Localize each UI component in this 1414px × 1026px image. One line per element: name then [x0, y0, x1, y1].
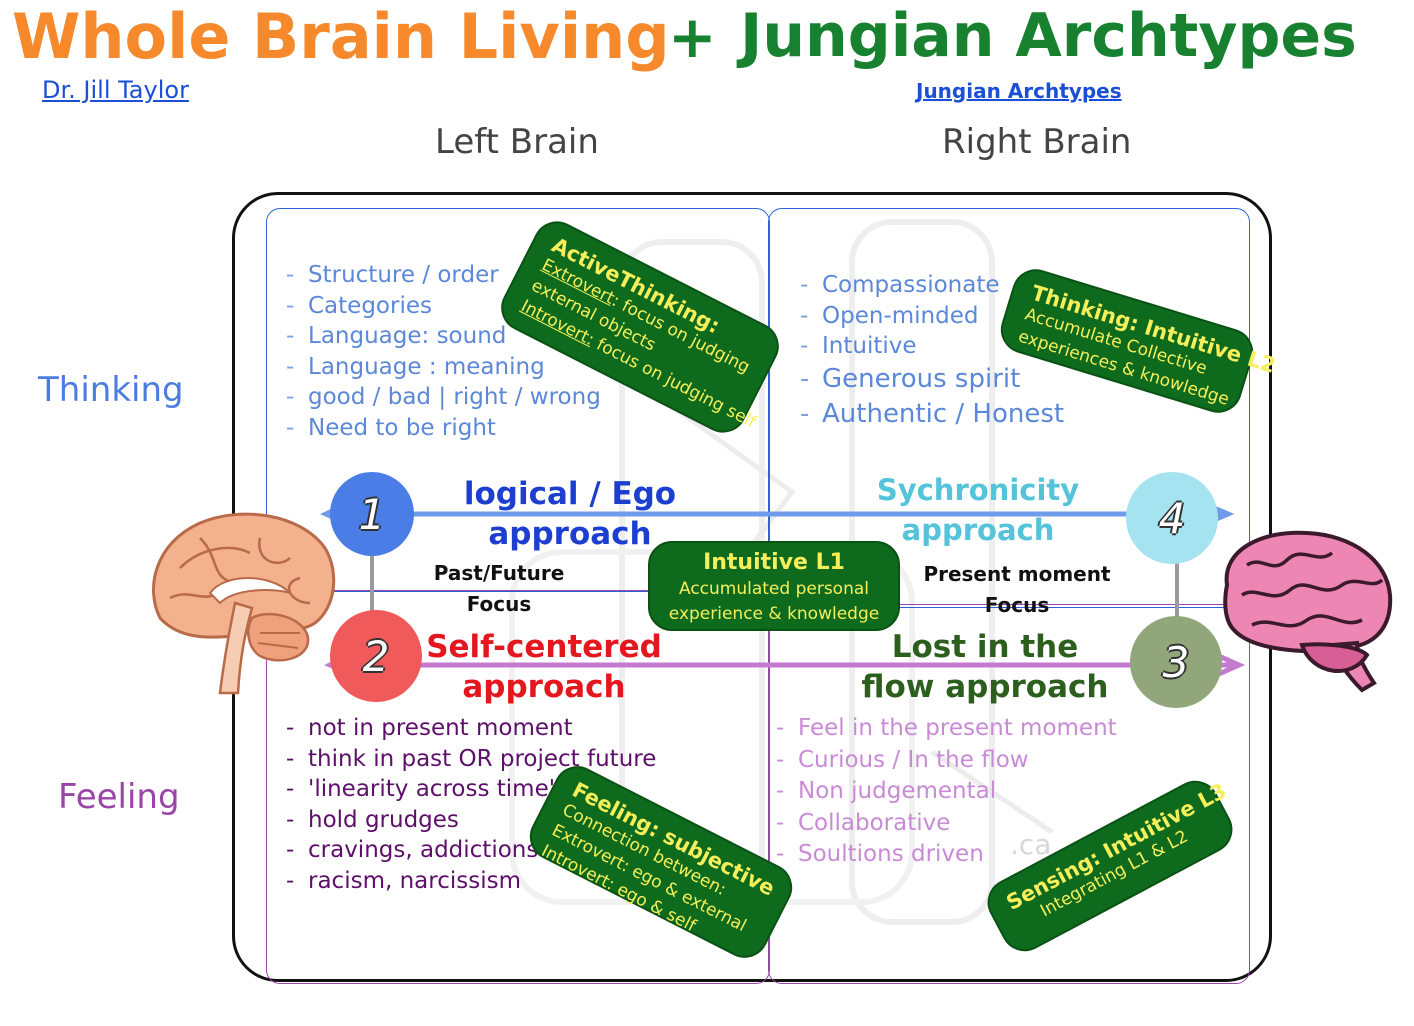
- title-jungian-archtypes: Jungian Archtypes: [740, 1, 1357, 71]
- quadrant-1-list: Structure / order Categories Language: s…: [286, 260, 601, 443]
- intuitive-l1-box: Intuitive L1 Accumulated personal experi…: [648, 541, 900, 631]
- list-item: Collaborative: [776, 808, 1117, 840]
- focus-line: Past/Future: [433, 561, 565, 585]
- quadrant-1-circle: 1: [330, 472, 414, 556]
- list-item: Open-minded: [800, 301, 1064, 332]
- flow-approach-label: Lost in the flow approach: [860, 627, 1110, 707]
- quadrant-2-list: not in present moment think in past OR p…: [286, 713, 656, 896]
- list-item: Language: sound: [286, 321, 601, 352]
- approach-line: Self-centered: [426, 629, 662, 665]
- thinking-heading: Thinking: [38, 370, 184, 410]
- synchronicity-approach-label: Sychronicity approach: [858, 470, 1098, 550]
- approach-line: approach: [462, 669, 626, 705]
- focus-line: Focus: [984, 593, 1050, 617]
- approach-line: flow approach: [861, 669, 1109, 705]
- list-item: Authentic / Honest: [800, 397, 1064, 432]
- archetypes-link[interactable]: Jungian Archtypes: [916, 79, 1122, 103]
- approach-line: logical / Ego: [463, 476, 677, 512]
- left-brain-heading: Left Brain: [435, 122, 599, 162]
- list-item: Intuitive: [800, 331, 1064, 362]
- quadrant-1-box: [266, 208, 770, 592]
- list-item: not in present moment: [286, 713, 656, 744]
- approach-line: approach: [488, 516, 652, 552]
- author-link[interactable]: Dr. Jill Taylor: [42, 76, 189, 104]
- list-item: Language : meaning: [286, 352, 601, 383]
- list-item: Generous spirit: [800, 362, 1064, 397]
- focus-line: Focus: [466, 592, 532, 616]
- quadrant-4-list: Compassionate Open-minded Intuitive Gene…: [800, 270, 1064, 432]
- list-item: good / bad | right / wrong: [286, 382, 601, 413]
- quadrant-4-circle: 4: [1126, 472, 1218, 564]
- right-brain-heading: Right Brain: [942, 122, 1132, 162]
- right-brain-illustration: [1223, 530, 1393, 693]
- self-centered-approach-label: Self-centered approach: [424, 627, 664, 707]
- list-item: 'linearity across time': [286, 774, 656, 805]
- list-item: hold grudges: [286, 805, 656, 836]
- approach-line: approach: [901, 513, 1055, 547]
- list-item: cravings, addictions: [286, 835, 656, 866]
- quadrant-4-box: [768, 208, 1250, 608]
- title-plus: +: [668, 3, 717, 71]
- list-item: Soultions driven: [776, 839, 1117, 871]
- logical-approach-label: logical / Ego approach: [440, 474, 700, 554]
- title-whole-brain-living: Whole Brain Living: [12, 0, 670, 73]
- present-moment-focus: Present moment Focus: [912, 559, 1122, 621]
- list-item: Structure / order: [286, 260, 601, 291]
- box-text: Accumulated personal: [678, 579, 869, 599]
- list-item: Curious / In the flow: [776, 745, 1117, 777]
- quadrant-2-circle: 2: [330, 610, 422, 702]
- box-heading: Intuitive L1: [703, 550, 845, 575]
- list-item: Categories: [286, 291, 601, 322]
- quadrant-2-box: [266, 590, 770, 984]
- left-brain-illustration: [152, 512, 336, 695]
- list-item: racism, narcissism: [286, 866, 656, 897]
- quadrant-3-circle: 3: [1130, 616, 1222, 708]
- past-future-focus: Past/Future Focus: [414, 558, 584, 620]
- approach-line: Sychronicity: [876, 473, 1080, 507]
- list-item: Feel in the present moment: [776, 713, 1117, 745]
- feeling-heading: Feeling: [58, 777, 180, 817]
- box-text: experience & knowledge: [668, 604, 880, 624]
- list-item: Compassionate: [800, 270, 1064, 301]
- list-item: Need to be right: [286, 413, 601, 444]
- list-item: Non judgemental: [776, 776, 1117, 808]
- quadrant-3-box: [768, 604, 1250, 984]
- quadrant-3-list: Feel in the present moment Curious / In …: [776, 713, 1117, 871]
- approach-line: Lost in the: [891, 629, 1079, 665]
- list-item: think in past OR project future: [286, 744, 656, 775]
- focus-line: Present moment: [923, 562, 1111, 586]
